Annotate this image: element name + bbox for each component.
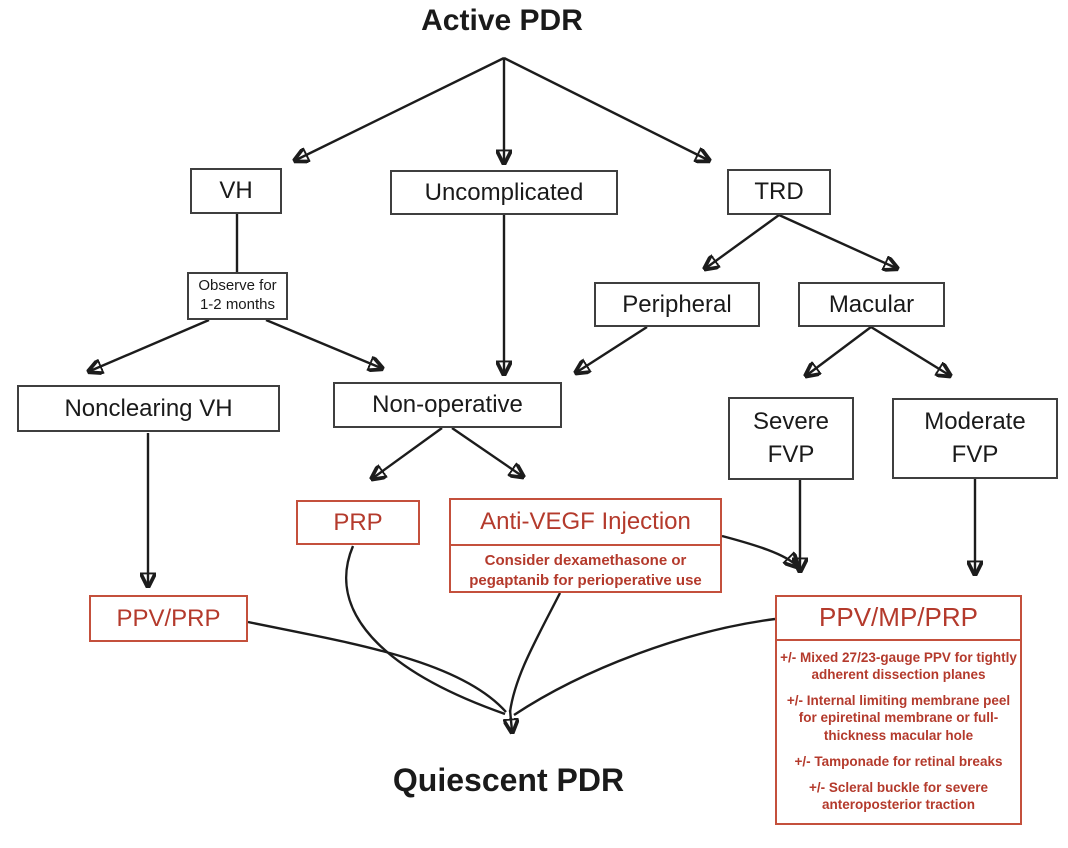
node-observe-label: Observe for 1-2 months xyxy=(198,277,277,313)
node-nonclearing-vh-label: Nonclearing VH xyxy=(64,394,233,422)
node-non-operative: Non-operative xyxy=(333,382,562,428)
node-moderate-fvp: Moderate FVP xyxy=(892,398,1058,479)
node-anti-vegf-label: Anti-VEGF Injection xyxy=(480,508,691,536)
edge-activepdr-trd xyxy=(503,56,708,160)
diagram-footer: Quiescent PDR xyxy=(392,762,625,798)
edge-observe-nonoperative xyxy=(265,318,381,368)
node-trd-label: TRD xyxy=(754,178,804,206)
node-prp: PRP xyxy=(296,500,420,545)
edge-trd-peripheral xyxy=(706,214,780,268)
node-severe-fvp: Severe FVP xyxy=(728,397,854,480)
edge-activepdr-vh xyxy=(296,56,505,160)
node-vh-label: VH xyxy=(219,177,253,205)
node-anti-vegf: Anti-VEGF Injection Consider dexamethaso… xyxy=(449,498,722,593)
edge-ppvmpprp-quiescent xyxy=(513,617,776,717)
node-uncomplicated: Uncomplicated xyxy=(390,170,618,215)
edge-macular-severe xyxy=(807,326,872,375)
bullet-tamponade: +/- Tamponade for retinal breaks xyxy=(794,753,1003,769)
node-ppv-mp-prp-label: PPV/MP/PRP xyxy=(819,602,978,633)
node-peripheral-label: Peripheral xyxy=(622,290,732,318)
node-severe-fvp-label: Severe FVP xyxy=(752,408,830,468)
node-observe: Observe for 1-2 months xyxy=(187,272,288,320)
edge-macular-moderate xyxy=(870,325,949,375)
bullet-scleral-buckle: +/- Scleral buckle for severe anteropost… xyxy=(809,779,988,812)
edge-antivegf-ppvmpprp xyxy=(721,534,797,566)
node-peripheral: Peripheral xyxy=(594,282,760,327)
node-anti-vegf-note: Consider dexamethasone or pegaptanib for… xyxy=(451,544,720,598)
node-moderate-fvp-label: Moderate FVP xyxy=(924,408,1026,468)
edge-prp-quiescent xyxy=(345,545,506,716)
node-non-operative-label: Non-operative xyxy=(372,391,523,419)
edge-nonoperative-antivegf xyxy=(451,427,522,476)
edge-observe-nonclearing xyxy=(90,318,210,371)
node-ppv-mp-prp: PPV/MP/PRP +/- Mixed 27/23-gauge PPV for… xyxy=(775,595,1022,825)
edge-peripheral-nonoperative xyxy=(577,325,648,372)
node-uncomplicated-label: Uncomplicated xyxy=(424,178,584,206)
edge-antivegf-quiescent xyxy=(508,592,562,713)
node-macular: Macular xyxy=(798,282,945,327)
bullet-ilm-peel: +/- Internal limiting membrane peel for … xyxy=(786,693,1011,743)
edge-trd-macular xyxy=(778,213,896,268)
node-nonclearing-vh: Nonclearing VH xyxy=(17,385,280,432)
edge-converge-arrow xyxy=(510,709,512,731)
node-prp-label: PRP xyxy=(333,508,383,536)
node-trd: TRD xyxy=(727,169,831,215)
edge-ppvprp-quiescent xyxy=(247,620,507,713)
node-ppv-prp: PPV/PRP xyxy=(89,595,248,642)
diagram-title: Active PDR xyxy=(421,4,583,37)
bullet-mixed-gauge-ppv: +/- Mixed 27/23-gauge PPV for tightly ad… xyxy=(780,650,1017,683)
node-macular-label: Macular xyxy=(828,290,915,318)
node-ppv-mp-prp-bullets: +/- Mixed 27/23-gauge PPV for tightly ad… xyxy=(777,639,1020,821)
edge-nonoperative-prp xyxy=(373,427,443,478)
node-vh: VH xyxy=(190,168,282,214)
node-ppv-prp-label: PPV/PRP xyxy=(116,604,221,632)
